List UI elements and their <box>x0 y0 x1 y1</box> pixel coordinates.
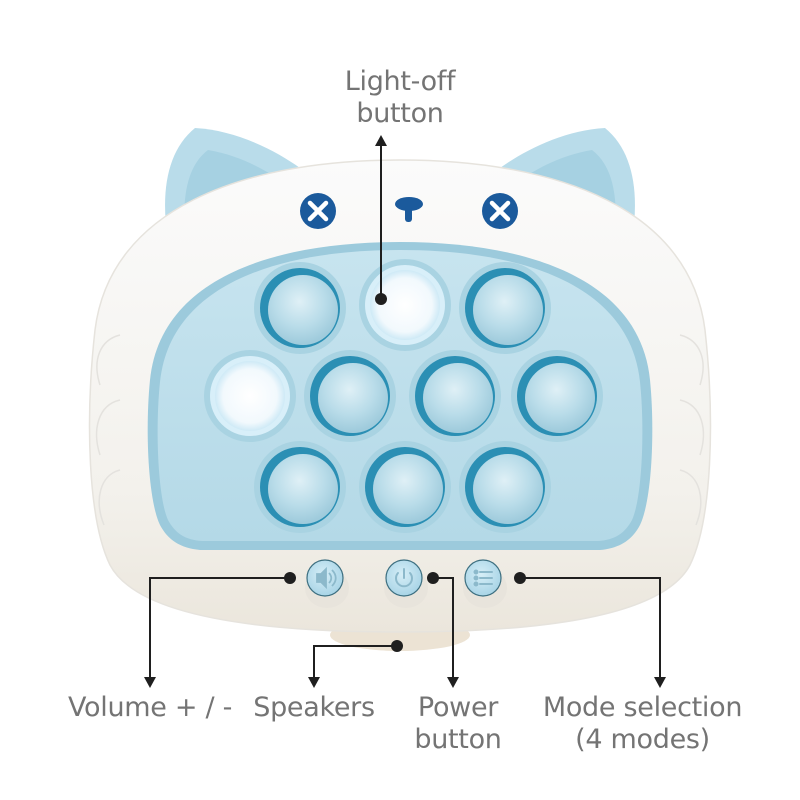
anchor-dot-speakers <box>391 640 403 652</box>
pop-button[interactable] <box>511 350 603 442</box>
callout-volume-line1: Volume + / - <box>67 692 233 723</box>
callout-light-off-line2: button <box>356 98 444 129</box>
arrow-volume <box>144 677 156 688</box>
callout-light-off: Light-off button <box>330 66 470 130</box>
pop-button[interactable] <box>459 262 551 354</box>
leader-line-volume-v <box>149 577 151 677</box>
arrow-mode <box>654 677 666 688</box>
right-eye-icon <box>482 193 518 229</box>
anchor-dot-volume <box>284 572 296 584</box>
anchor-dot-light-off <box>375 293 387 305</box>
leader-line-mode-h <box>520 577 661 579</box>
callout-mode-line2: (4 modes) <box>575 724 710 755</box>
callout-power-line1: Power <box>417 692 499 723</box>
leader-line-power-v <box>452 577 454 677</box>
left-eye-icon <box>300 193 336 229</box>
leader-line-speakers-h <box>313 645 395 647</box>
arrow-power <box>447 677 459 688</box>
power-icon <box>395 568 413 588</box>
mode-button[interactable] <box>463 559 507 608</box>
leader-line-power-h <box>433 577 453 579</box>
nose-icon <box>395 197 423 222</box>
pop-button[interactable] <box>409 350 501 442</box>
leader-line-light-off <box>380 145 382 297</box>
callout-power: Power button <box>398 692 518 756</box>
power-button[interactable] <box>384 559 428 608</box>
leader-line-mode-v <box>659 577 661 677</box>
arrow-speakers <box>308 677 320 688</box>
pop-button-lit[interactable] <box>359 259 451 351</box>
pop-button[interactable] <box>254 441 346 533</box>
speaker-icon <box>316 566 337 590</box>
callout-mode: Mode selection (4 modes) <box>535 692 750 756</box>
callout-volume: Volume + / - <box>60 692 240 724</box>
callout-speakers-line1: Speakers <box>253 692 375 723</box>
arrow-light-off <box>375 135 387 146</box>
pop-button[interactable] <box>459 441 551 533</box>
pop-button[interactable] <box>304 350 396 442</box>
callout-power-line2: button <box>414 724 502 755</box>
callout-light-off-line1: Light-off <box>344 66 456 97</box>
volume-button[interactable] <box>305 559 349 608</box>
pop-button[interactable] <box>359 441 451 533</box>
leader-line-volume-h <box>149 577 289 579</box>
callout-mode-line1: Mode selection <box>542 692 743 723</box>
leader-line-speakers-v <box>313 645 315 677</box>
pop-button-lit[interactable] <box>204 350 296 442</box>
pop-button[interactable] <box>254 262 346 354</box>
list-icon <box>473 569 493 587</box>
callout-speakers: Speakers <box>244 692 384 724</box>
